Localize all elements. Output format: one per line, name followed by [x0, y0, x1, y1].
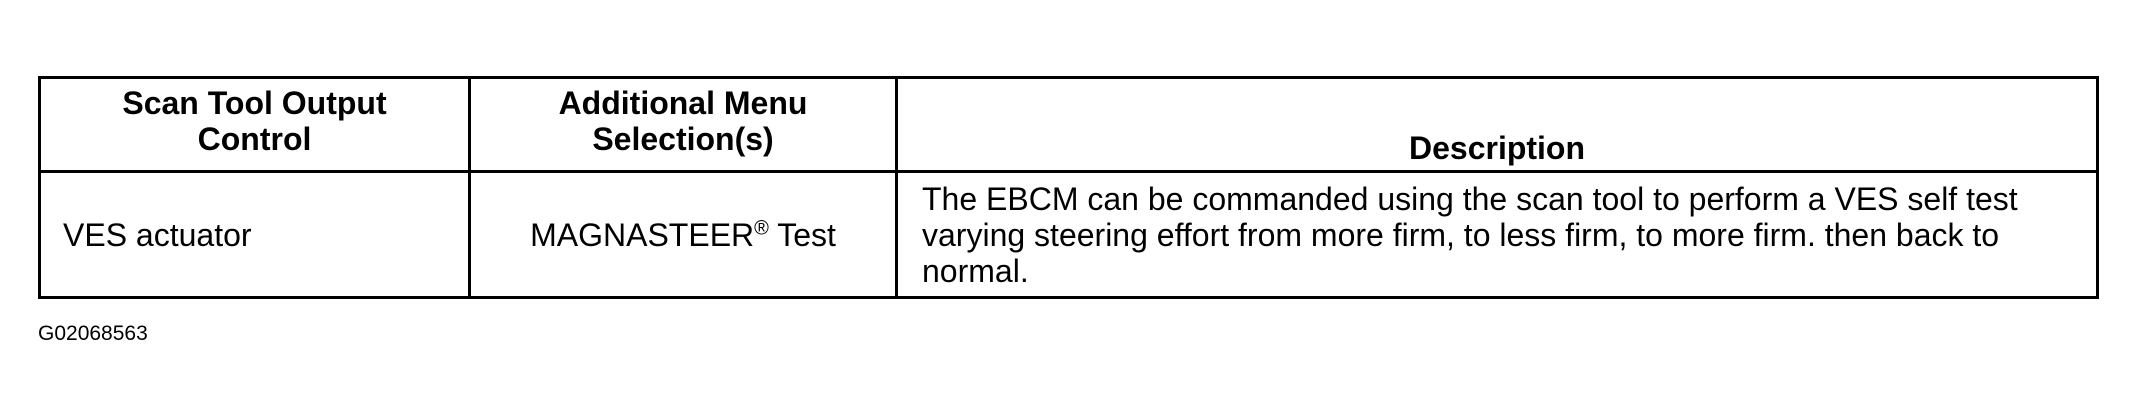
menu-selection-suffix: Test: [768, 216, 836, 253]
cell-description: The EBCM can be commanded using the scan…: [895, 170, 2099, 299]
header-scan-tool-output-control: Scan Tool Output Control: [38, 76, 471, 173]
header-line: Control: [197, 121, 312, 157]
header-line: Scan Tool Output: [122, 85, 387, 121]
header-description: Description: [895, 76, 2099, 173]
table-row: VES actuator MAGNASTEER® Test The EBCM c…: [38, 170, 2099, 299]
table-header-row: Scan Tool Output Control Additional Menu…: [38, 76, 2099, 173]
header-line: Additional Menu: [558, 85, 808, 121]
cell-control: VES actuator: [38, 170, 471, 299]
registered-mark: ®: [754, 216, 769, 239]
figure-id: G02068563: [38, 322, 148, 345]
scan-tool-output-table: Scan Tool Output Control Additional Menu…: [38, 76, 2099, 299]
cell-menu-selection: MAGNASTEER® Test: [468, 170, 898, 299]
header-line: Selection(s): [592, 121, 774, 157]
header-additional-menu-selections: Additional Menu Selection(s): [468, 76, 898, 173]
menu-selection-name: MAGNASTEER: [530, 216, 755, 253]
